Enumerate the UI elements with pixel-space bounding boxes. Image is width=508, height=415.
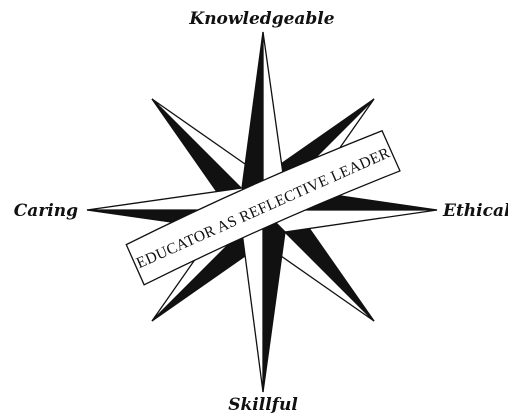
star-point-south-dark: [263, 210, 285, 392]
label-knowledgeable: Knowledgeable: [188, 9, 334, 29]
label-caring: Caring: [14, 201, 78, 221]
label-ethical: Ethical: [442, 201, 508, 221]
label-skillful: Skillful: [228, 395, 298, 415]
